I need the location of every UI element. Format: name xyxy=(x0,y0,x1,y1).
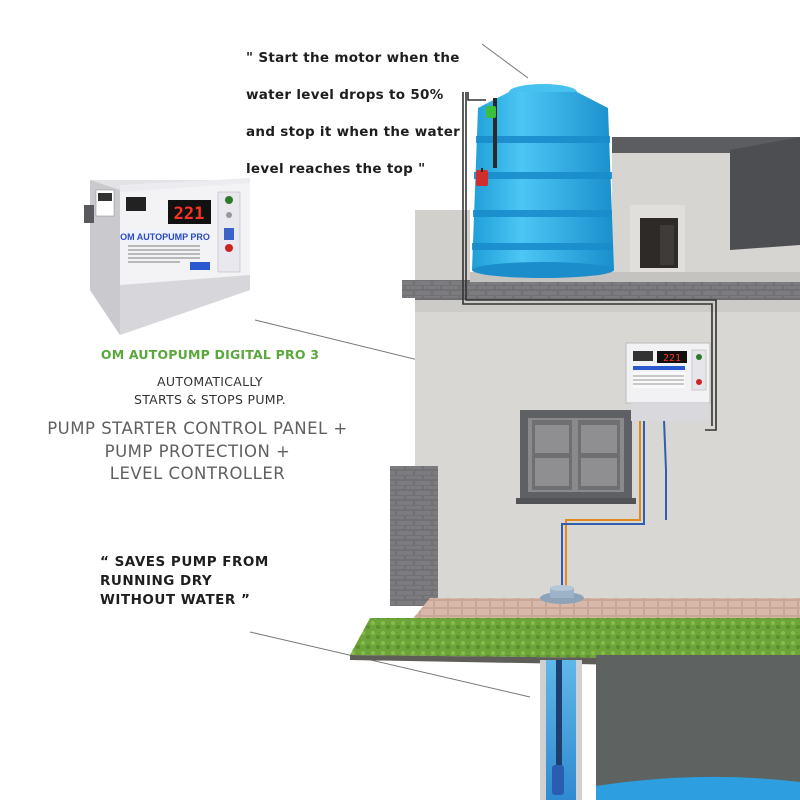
brick-pillar xyxy=(390,466,438,606)
product-control-panel: 221 OM AUTOPUMP PRO xyxy=(84,178,250,335)
upper-room xyxy=(612,137,800,285)
dry-run-line: “ SAVES PUMP FROM xyxy=(100,554,269,570)
window xyxy=(516,410,636,504)
auto-start-stop-text: AUTOMATICALLY STARTS & STOPS PUMP. xyxy=(60,373,360,409)
grass xyxy=(350,618,800,660)
product-brand: OM AUTOPUMP PRO xyxy=(120,232,210,242)
roof-parapet xyxy=(402,210,800,298)
feature-list: PUMP STARTER CONTROL PANEL + PUMP PROTEC… xyxy=(20,418,375,486)
dry-run-line: RUNNING DRY xyxy=(100,573,213,589)
motor-note-line: level reaches the top " xyxy=(246,160,426,177)
wall-panel-display: 221 xyxy=(663,353,681,364)
panel-wiring xyxy=(561,419,667,600)
dry-run-note: “ SAVES PUMP FROM RUNNING DRY WITHOUT WA… xyxy=(100,553,320,610)
feature-line: PUMP PROTECTION + xyxy=(104,441,291,461)
auto-line: STARTS & STOPS PUMP. xyxy=(133,392,287,407)
feature-line: LEVEL CONTROLLER xyxy=(109,464,286,483)
borewell-cap xyxy=(540,585,584,604)
floor-tiles xyxy=(410,598,800,622)
pointer-line-dry xyxy=(249,631,531,698)
motor-note-line: " Start the motor when the xyxy=(246,49,460,66)
motor-note-line: water level drops to 50% xyxy=(246,86,444,103)
sensor-wiring xyxy=(462,92,717,431)
dry-run-line: WITHOUT WATER ” xyxy=(100,592,251,608)
motor-control-note: " Start the motor when the water level d… xyxy=(246,30,476,197)
feature-line: PUMP STARTER CONTROL PANEL + xyxy=(47,419,348,438)
water-tank xyxy=(472,84,614,278)
pointer-line-tank xyxy=(481,43,529,79)
motor-note-line: and stop it when the water xyxy=(246,123,461,140)
product-display: 221 xyxy=(174,204,205,224)
product-name: OM AUTOPUMP DIGITAL PRO 3 xyxy=(100,347,320,362)
underground-well xyxy=(540,655,800,800)
wall-mounted-panel: 221 xyxy=(625,342,711,421)
auto-line: AUTOMATICALLY xyxy=(157,374,263,389)
